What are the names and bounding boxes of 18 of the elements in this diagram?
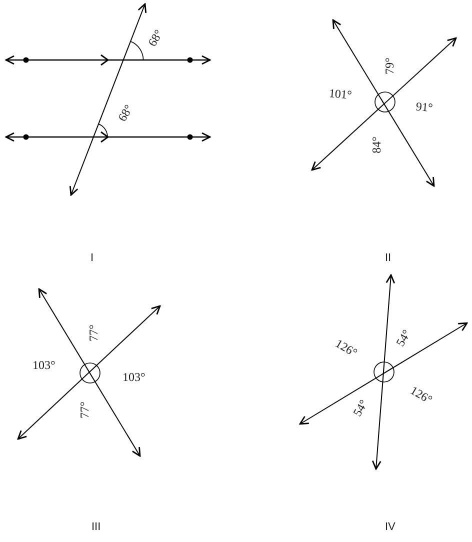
angle-label: 126°: [408, 384, 434, 406]
figure-label: II: [385, 252, 392, 264]
angle-label: 126°: [333, 337, 359, 359]
angle-label: 79°: [382, 58, 395, 74]
angle-label: 84°: [370, 136, 382, 154]
angle-label: 77°: [86, 324, 99, 342]
figure-label: I: [90, 252, 94, 264]
figure-label: III: [92, 522, 101, 532]
angle-label: 103°: [122, 371, 146, 383]
angle-label: 103°: [32, 359, 56, 371]
angle-label: 101°: [328, 87, 352, 101]
angle-label: 91°: [415, 100, 433, 114]
angle-label: 68°: [116, 102, 134, 124]
angle-label: 54°: [350, 398, 370, 418]
angle-label: 77°: [78, 402, 90, 418]
figure-label: IV: [385, 522, 396, 532]
angle-label: 54°: [394, 328, 412, 348]
angle-label: 68°: [146, 28, 164, 48]
